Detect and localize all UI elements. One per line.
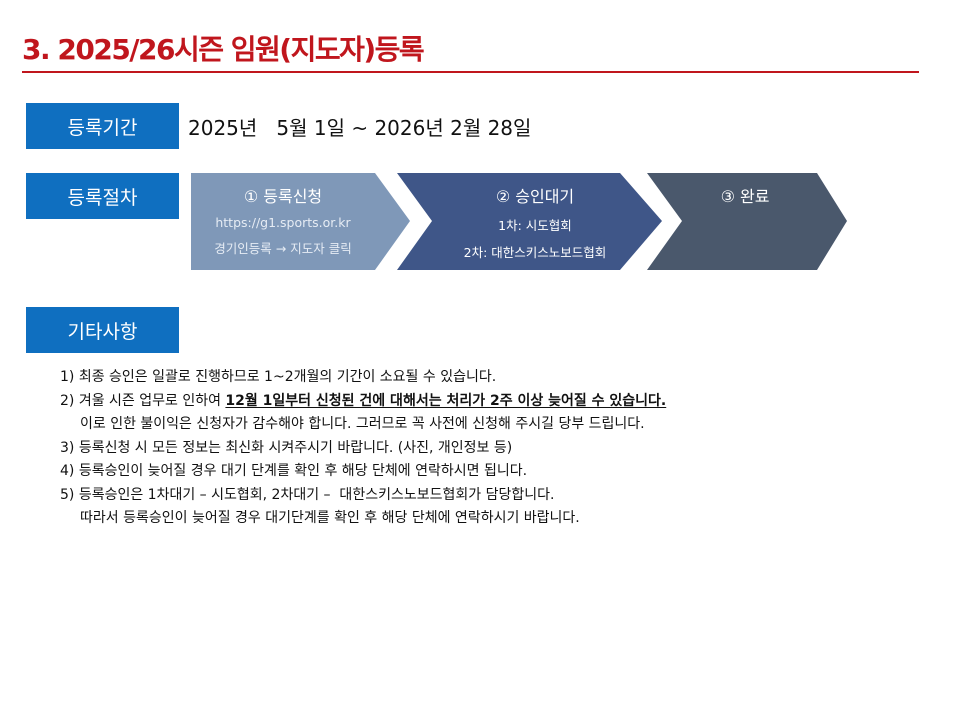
step-2-chevron [397,173,662,270]
step-detail: 1차: 시도협회 [498,218,572,233]
step-title: ③ 완료 [720,187,770,206]
step-1-chevron [191,173,410,270]
step-url: https://g1.sports.or.kr [215,215,351,230]
step-detail: 경기인등록 → 지도자 클릭 [214,241,352,256]
note-item: 이로 인한 불이익은 신청자가 감수해야 합니다. 그러므로 꼭 사전에 신청해… [80,416,645,432]
note-emphasis: 12월 1일부터 신청된 건에 대해서는 처리가 2주 이상 늦어질 수 있습니… [225,392,667,409]
step-2: ② 승인대기 1차: 시도협회 2차: 대한스키스노보드협회 [440,183,630,261]
note-item: 4) 등록승인이 늦어질 경우 대기 단계를 확인 후 해당 단체에 연락하시면… [60,463,528,479]
note-text: 2) 겨울 시즌 업무로 인하여 [60,392,226,409]
page-title: 3. 2025/26시즌 임원(지도자)등록 [22,33,425,66]
period-value: 2025년 5월 1일 ~ 2026년 2월 28일 [188,116,532,140]
step-detail: 2차: 대한스키스노보드협회 [463,245,607,260]
period-label: 등록기간 [26,103,179,149]
note-item: 1) 최종 승인은 일괄로 진행하므로 1~2개월의 기간이 소요될 수 있습니… [60,369,497,385]
step-title: ② 승인대기 [495,187,575,206]
note-item: 5) 등록승인은 1차대기 – 시도협회, 2차대기 – 대한스키스노보드협회가… [60,486,555,503]
step-title: ① 등록신청 [243,187,323,206]
procedure-flow [191,173,847,270]
note-item: 3) 등록신청 시 모든 정보는 최신화 시켜주시기 바랍니다. (사진, 개인… [60,439,513,456]
step-1: ① 등록신청 https://g1.sports.or.kr 경기인등록 → 지… [191,183,375,257]
note-item: 따라서 등록승인이 늦어질 경우 대기단계를 확인 후 해당 단체에 연락하시기… [80,510,580,526]
procedure-label: 등록절차 [26,173,179,219]
note-item: 2) 겨울 시즌 업무로 인하여 12월 1일부터 신청된 건에 대해서는 처리… [60,390,666,414]
notes-label: 기타사항 [26,307,179,353]
step-3-chevron [647,173,847,270]
notes-list: 1) 최종 승인은 일괄로 진행하므로 1~2개월의 기간이 소요될 수 있습니… [60,366,666,531]
title-divider [22,71,919,73]
step-3: ③ 완료 [690,183,800,207]
